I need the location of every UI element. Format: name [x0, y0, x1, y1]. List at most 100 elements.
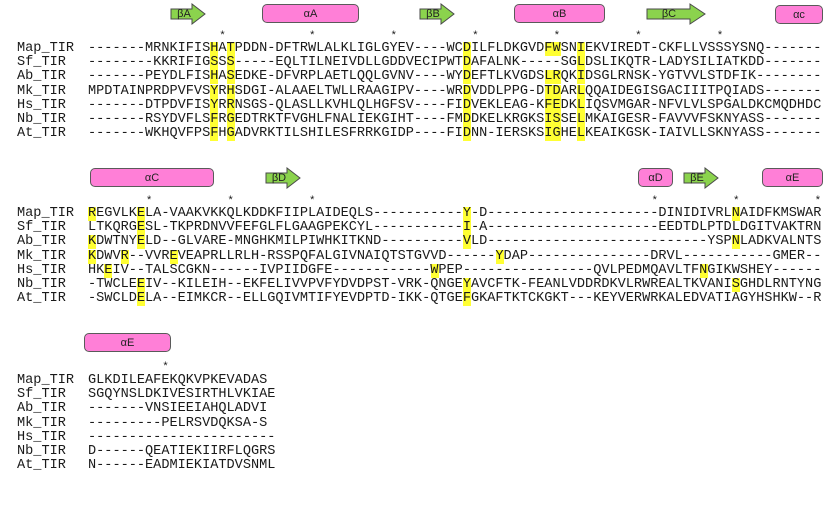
sequence-residues: -------MRNKIFISHATPDDN-DFTRWLALKLIGLGYEV… [88, 41, 822, 56]
sequence-row: Ab_TIR -------VNSIEEIAHQLADVI [0, 402, 831, 416]
conserved-residue-highlight [552, 42, 561, 56]
conserved-residue-highlight [463, 113, 472, 127]
conserved-residue-highlight [577, 84, 586, 99]
conserved-residue-highlight [430, 263, 439, 278]
conserved-residue-highlight [463, 84, 472, 99]
conserved-residue-highlight [226, 42, 235, 56]
conserved-residue-highlight [463, 221, 472, 236]
conserved-residue-highlight [732, 235, 741, 250]
sequence-name: Mk_TIR [17, 248, 66, 264]
helix-alphaE-continued: αE [84, 333, 171, 352]
sequence-row: Hs_TIR ----------------------- [0, 429, 831, 445]
conserved-residue-highlight [88, 235, 97, 250]
conserved-residue-highlight [544, 84, 553, 99]
strand-arrow [419, 3, 455, 25]
helix-alphaE: αE [762, 168, 823, 187]
conserved-residue-highlight [210, 42, 219, 56]
sequence-residues: -------WKHQVFPSFHGADVRKTILSHILESFRRKGIDP… [88, 126, 822, 142]
conserved-residue-highlight [577, 70, 586, 85]
sequence-name: At_TIR [17, 291, 66, 307]
position-marker-star: * [652, 194, 657, 206]
sequence-row: Nb_TIR D------QEATIEKIIRFLQGRS [0, 445, 831, 459]
sequence-name: Hs_TIR [17, 429, 66, 445]
helix-alphaD: αD [638, 168, 673, 187]
position-marker-star: * [636, 29, 641, 41]
position-marker-star: * [310, 29, 315, 41]
conserved-residue-highlight [577, 56, 586, 71]
conserved-residue-highlight [552, 113, 561, 127]
sequence-row: Nb_TIR -TWCLEEIV--KILEIH--EKFELIVVPVFYDV… [0, 278, 831, 292]
strand-betaC-icon: βC [646, 3, 706, 25]
strand-label: βD [271, 172, 287, 184]
helix-alphaB: αB [514, 4, 605, 23]
conserved-residue-highlight [544, 42, 553, 56]
conserved-residue-highlight [577, 98, 586, 113]
sequence-name: Nb_TIR [17, 444, 66, 459]
sequence-name: At_TIR [17, 458, 66, 474]
strand-label: βC [661, 8, 677, 20]
position-marker-star: * [473, 29, 478, 41]
conserved-residue-highlight [463, 56, 472, 71]
conserved-residue-highlight [169, 249, 178, 264]
conserved-residue-highlight [136, 292, 146, 307]
helix-label: αB [552, 7, 567, 20]
conserved-residue-highlight [120, 249, 129, 264]
helix-label: αE [785, 171, 800, 184]
sequence-residues: -------DTPDVFISYRRNSGS-QLASLLKVHLQLHGFSV… [88, 97, 822, 113]
conserved-residue-highlight [544, 70, 553, 85]
sequence-name: Sf_TIR [17, 55, 66, 71]
sequence-name: Ab_TIR [17, 69, 66, 85]
sequence-row: Mk_TIR ---------PELRSVDQKSA-S [0, 416, 831, 431]
sequence-row: Ab_TIR -------PEYDLFISHASEDKE-DFVRPLAETL… [0, 69, 831, 85]
sequence-residues: --------KKRIFIGSSS-----EQLTILNEIVDLLGDDV… [88, 55, 822, 71]
strand-betaA-icon: βA [170, 3, 206, 25]
sequence-name: Nb_TIR [17, 112, 66, 127]
helix-label: αc [793, 8, 805, 21]
conserved-residue-highlight [463, 42, 472, 56]
sequence-row: Hs_TIR -------DTPDVFISYRRNSGS-QLASLLKVHL… [0, 97, 831, 113]
conserved-residue-highlight [544, 113, 553, 127]
sequence-name: Sf_TIR [17, 220, 66, 236]
position-marker-star: * [554, 29, 560, 41]
conserved-residue-highlight [699, 263, 708, 278]
conserved-residue-highlight [544, 127, 553, 142]
helix-label: αC [144, 171, 160, 184]
conserved-residue-highlight [463, 70, 472, 85]
conserved-residue-highlight [226, 56, 235, 71]
conserved-residue-highlight [577, 113, 586, 127]
sequence-residues: D------QEATIEKIIRFLQGRS [88, 444, 276, 459]
conserved-residue-highlight [210, 113, 219, 127]
helix-label: αD [648, 171, 663, 184]
strand-label: βA [177, 8, 191, 20]
sequence-residues: KDWVR--VVREVEAPRLLRLH-RSSPQFALGIVNAIQTST… [88, 248, 822, 264]
conserved-residue-highlight [463, 127, 472, 142]
strand-label: βB [426, 8, 440, 20]
conserved-residue-highlight [226, 113, 235, 127]
conserved-residue-highlight [104, 263, 113, 278]
conserved-residue-highlight [552, 84, 561, 99]
conserved-residue-highlight [732, 207, 741, 221]
position-marker-star: * [220, 29, 225, 41]
conserved-residue-highlight [226, 70, 235, 85]
strand-arrow [683, 167, 719, 189]
sequence-name: Sf_TIR [17, 387, 66, 403]
strand-label: βE [690, 172, 704, 184]
conserved-residue-highlight [463, 207, 472, 221]
sequence-residues: HKEIV--TALSCGKN------IVPIIDGFE----------… [88, 262, 822, 278]
conserved-residue-highlight [544, 98, 553, 113]
sequence-residues: -------RSYDVFLSFRGEDTRKTFVGHLFNALIEKGIHT… [88, 112, 822, 127]
sequence-row: Mk_TIR MPDTAINPRDPVFVSYRHSDGI-ALAAELTWLL… [0, 84, 831, 99]
sequence-residues: LTKQRGESL-TKPRDNVVFEFGLFLGAAGPEKCYL-----… [88, 220, 822, 236]
conserved-residue-highlight [210, 127, 219, 142]
conserved-residue-highlight [732, 278, 741, 292]
sequence-name: At_TIR [17, 126, 66, 142]
conserved-residue-highlight [136, 221, 146, 236]
conserved-residue-highlight [88, 207, 97, 221]
position-marker-star: * [734, 194, 739, 206]
strand-betaE-icon: βE [683, 167, 719, 189]
sequence-row: Sf_TIR SGQYNSLDKIVESIRTHLVKIAE [0, 388, 831, 402]
sequence-name: Map_TIR [17, 206, 75, 221]
sequence-residues: KDWTNYELD--GLVARE-MNGHKMILPIWHKITKND----… [88, 234, 822, 250]
sequence-row: At_TIR N------EADMIEKIATDVSNML [0, 459, 831, 473]
sequence-residues: -TWCLEEIV--KILEIH--EKFELIVVPVFYDVDPST-VR… [88, 277, 822, 292]
